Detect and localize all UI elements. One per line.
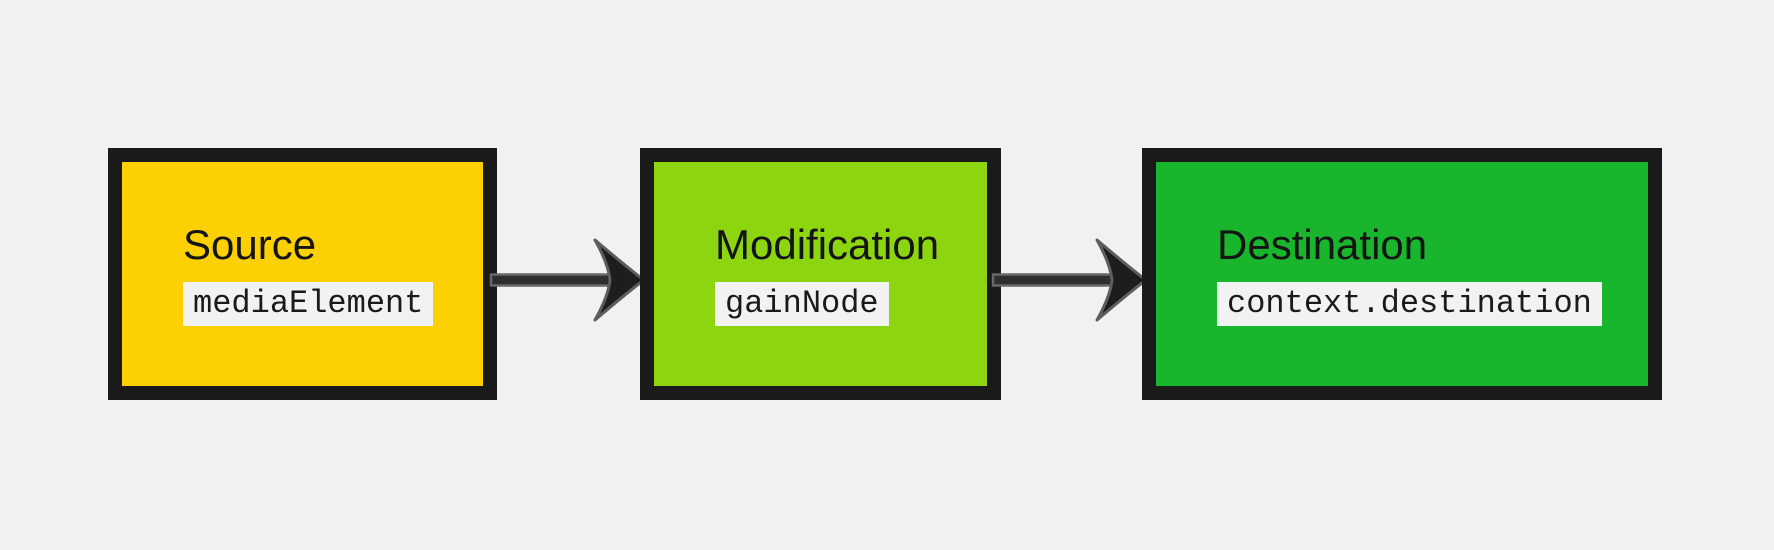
node-source-label: Source [183,221,317,268]
arrow-shaft [489,273,612,287]
arrow-head [1095,238,1148,322]
node-destination-code-chip: context.destination [1217,282,1602,326]
node-destination-label: Destination [1217,221,1428,268]
node-modification-label: Modification [715,221,940,268]
node-modification-code-chip: gainNode [715,282,889,326]
node-source: Source mediaElement [108,148,497,400]
arrow-source-to-modification-icon [489,238,646,322]
node-source-code-chip: mediaElement [183,282,434,326]
arrow-modification-to-destination-icon [991,238,1148,322]
node-modification: Modification gainNode [640,148,1001,400]
arrow-shaft [991,273,1114,287]
arrow-head [593,238,646,322]
node-destination: Destination context.destination [1142,148,1662,400]
